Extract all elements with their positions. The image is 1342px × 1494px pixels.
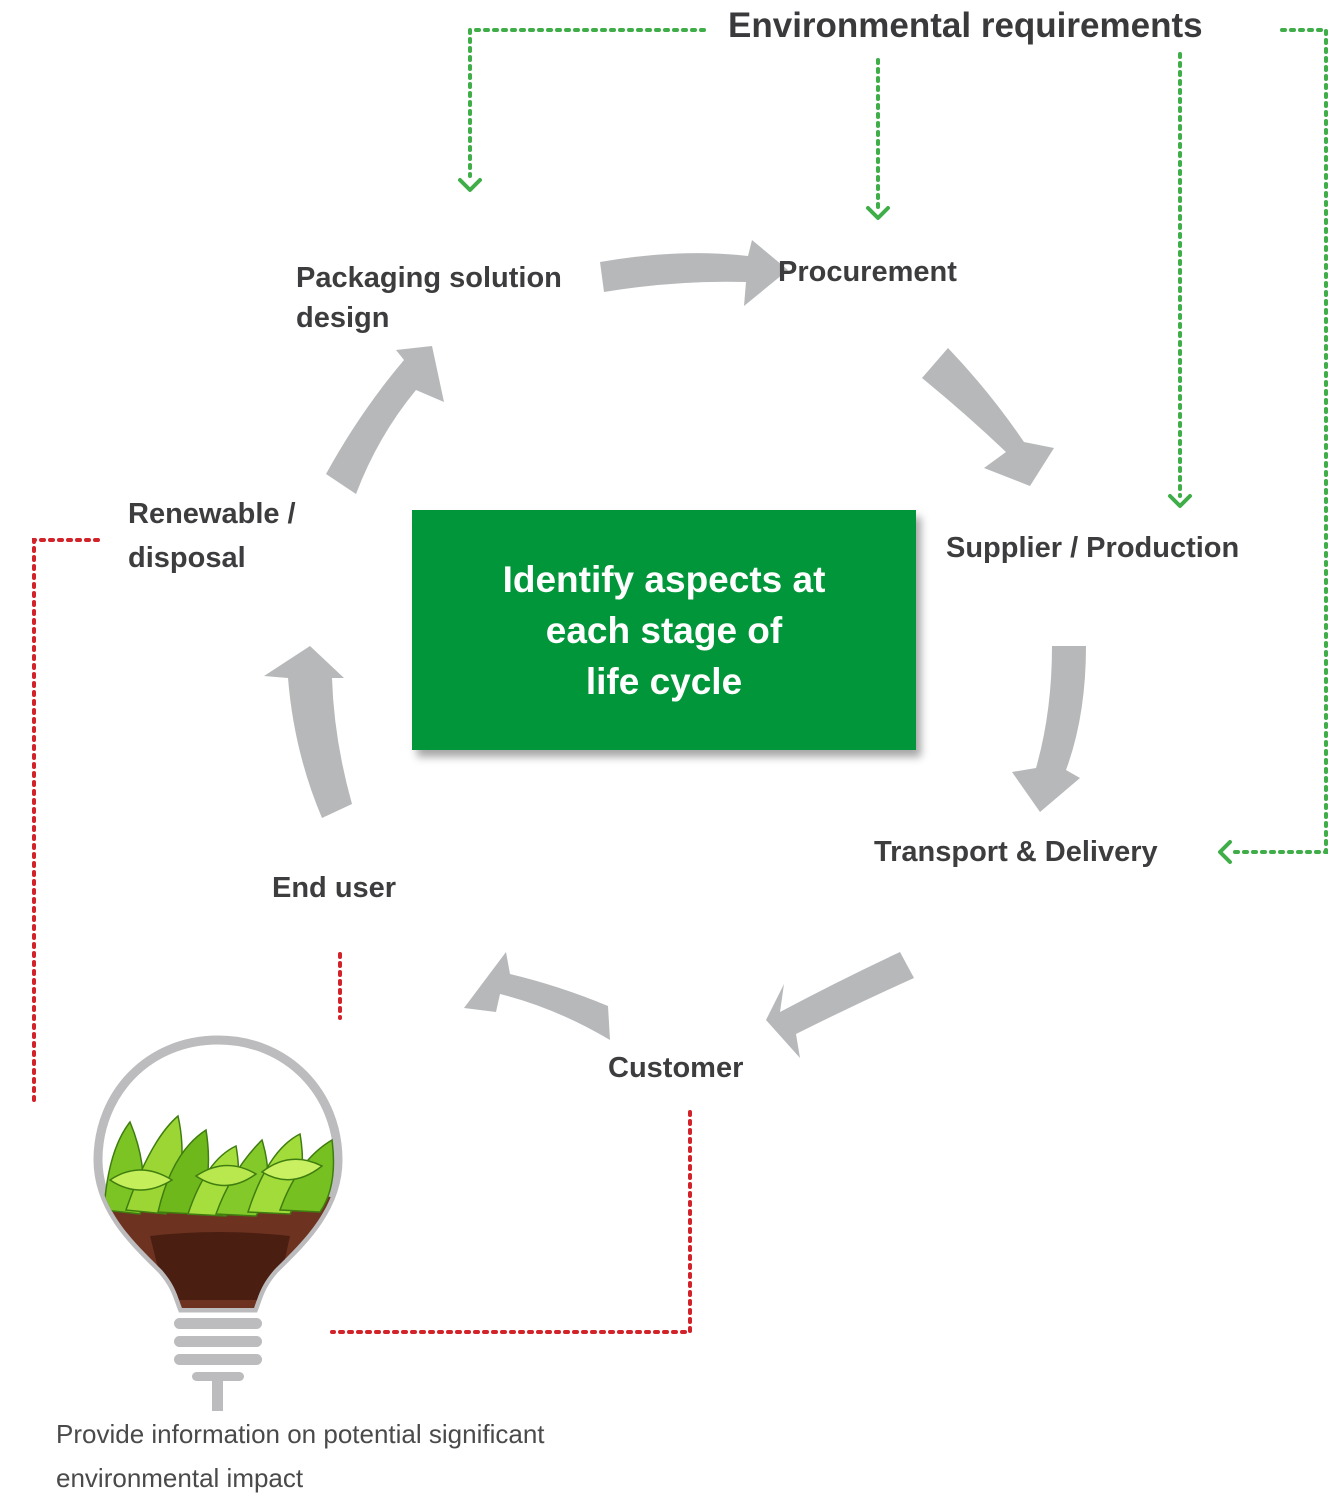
stage-end-user: End user	[272, 872, 397, 904]
cycle-arrow-enduser-to-renewable	[264, 646, 352, 818]
center-box-line1: Identify aspects at	[502, 558, 826, 600]
center-box-line3: life cycle	[585, 660, 743, 702]
stage-procurement: Procurement	[778, 256, 957, 288]
cycle-arrow-transport-to-customer	[766, 952, 914, 1058]
caption-line1: Provide information on potential signifi…	[56, 1419, 545, 1449]
stage-packaging-label-line1: Packaging solution	[296, 262, 562, 294]
caption-line2: environmental impact	[56, 1463, 304, 1493]
info-line-customer	[330, 1110, 692, 1334]
lightbulb-plant-icon	[93, 1035, 343, 1411]
chevron-down-icon	[1168, 494, 1192, 508]
cycle-arrow-supplier-to-transport	[1012, 646, 1086, 812]
chevron-down-icon	[866, 206, 890, 220]
stage-supplier-production: Supplier / Production	[946, 532, 1240, 564]
stage-renewable-disposal: Renewable / disposal	[128, 492, 296, 580]
cycle-arrow-customer-to-enduser	[464, 952, 610, 1040]
stage-packaging-label-line2: design	[296, 302, 390, 334]
stage-renewable-label-line2: disposal	[128, 542, 246, 574]
center-box-line2: each stage of	[545, 609, 783, 651]
stage-packaging-design: Packaging solution design	[296, 258, 562, 338]
stage-transport-delivery: Transport & Delivery	[874, 836, 1158, 868]
env-line-to-packaging	[468, 28, 706, 178]
cycle-arrow-renewable-to-packaging	[326, 346, 444, 494]
stage-renewable-label-line1: Renewable /	[128, 498, 296, 530]
info-line-renewable	[32, 538, 100, 1106]
chevron-down-icon	[458, 178, 482, 192]
cycle-arrow-procurement-to-supplier	[922, 348, 1054, 486]
chevron-left-icon	[1218, 840, 1232, 864]
center-box: Identify aspects at each stage of life c…	[412, 510, 916, 750]
stage-customer: Customer	[608, 1052, 744, 1084]
env-line-to-transport	[1230, 28, 1328, 854]
cycle-arrow-packaging-to-procurement	[600, 240, 788, 306]
environmental-requirements-title: Environmental requirements	[728, 6, 1203, 45]
caption: Provide information on potential signifi…	[56, 1412, 676, 1494]
